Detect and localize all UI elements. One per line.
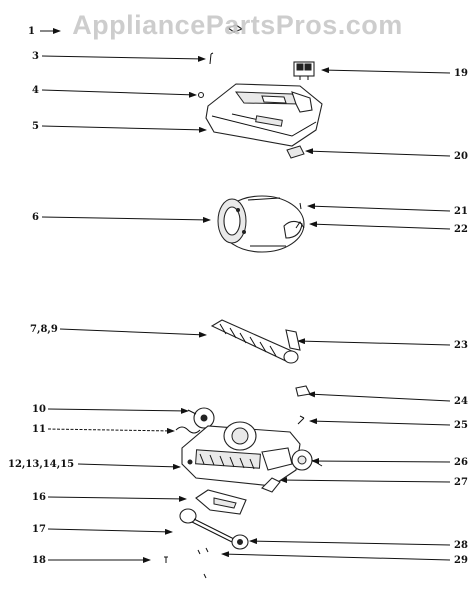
callout-1: 1 <box>28 26 35 37</box>
leader-6 <box>41 216 211 223</box>
part-26-wheel <box>291 449 323 471</box>
part-23-nozzle <box>285 329 301 351</box>
callout-20: 20 <box>454 151 468 162</box>
part-22-spring <box>295 221 305 229</box>
leader-10 <box>47 407 189 414</box>
part-11-clip <box>175 426 201 434</box>
part-17-brushroll <box>179 508 249 550</box>
part-1-clip <box>226 24 244 33</box>
part-6-motor <box>217 195 305 253</box>
callout-10: 10 <box>32 404 46 415</box>
part-7-8-9-hose <box>210 319 299 364</box>
callout-23: 23 <box>454 340 468 351</box>
leader-19 <box>321 67 451 74</box>
leader-26 <box>311 458 451 465</box>
callout-18: 18 <box>32 555 46 566</box>
leader-16 <box>47 495 187 502</box>
leader-12-15 <box>77 463 181 470</box>
callout-3: 3 <box>32 51 39 62</box>
leader-22 <box>309 221 451 230</box>
leader-29 <box>221 551 451 561</box>
leader-3 <box>41 55 206 62</box>
part-29-screws <box>197 547 209 579</box>
part-25-screw <box>297 415 305 425</box>
part-4-screw <box>197 91 205 99</box>
leader-4 <box>41 89 197 98</box>
part-24-clip <box>295 385 311 397</box>
callout-24: 24 <box>454 396 468 407</box>
callout-26: 26 <box>454 457 468 468</box>
part-19-switch <box>293 61 315 80</box>
leader-23 <box>297 338 451 346</box>
leader-21 <box>307 203 451 212</box>
callout-12-15: 12,13,14,15 <box>8 459 74 470</box>
part-21-pin <box>299 202 302 210</box>
callout-19: 19 <box>454 68 468 79</box>
part-12-15-base <box>181 421 301 487</box>
callout-16: 16 <box>32 492 46 503</box>
leader-5 <box>41 125 207 133</box>
callout-4: 4 <box>32 85 39 96</box>
part-5-hood-cover <box>205 83 323 147</box>
leader-20 <box>305 148 451 157</box>
leader-25 <box>309 418 451 426</box>
callout-21: 21 <box>454 206 468 217</box>
leader-17 <box>47 528 173 535</box>
callout-29: 29 <box>454 555 468 566</box>
part-20-plate <box>286 145 305 159</box>
callout-22: 22 <box>454 224 468 235</box>
leader-28 <box>249 538 451 546</box>
callout-25: 25 <box>454 420 468 431</box>
callout-27: 27 <box>454 477 468 488</box>
leader-7-8-9 <box>59 328 207 338</box>
callout-11: 11 <box>32 424 46 435</box>
part-18-screw <box>164 556 168 563</box>
leader-24 <box>307 391 451 402</box>
callout-6: 6 <box>32 212 39 223</box>
leader-27 <box>279 477 451 484</box>
callout-5: 5 <box>32 121 39 132</box>
callout-17: 17 <box>32 524 46 535</box>
part-16-bottom-plate <box>195 489 247 515</box>
leader-11 <box>47 427 175 434</box>
part-27-bracket <box>261 477 281 493</box>
callout-28: 28 <box>454 540 468 551</box>
part-3-pin <box>209 52 214 65</box>
part-10-roll-end <box>187 407 215 429</box>
callout-7-8-9: 7,8,9 <box>30 324 58 335</box>
